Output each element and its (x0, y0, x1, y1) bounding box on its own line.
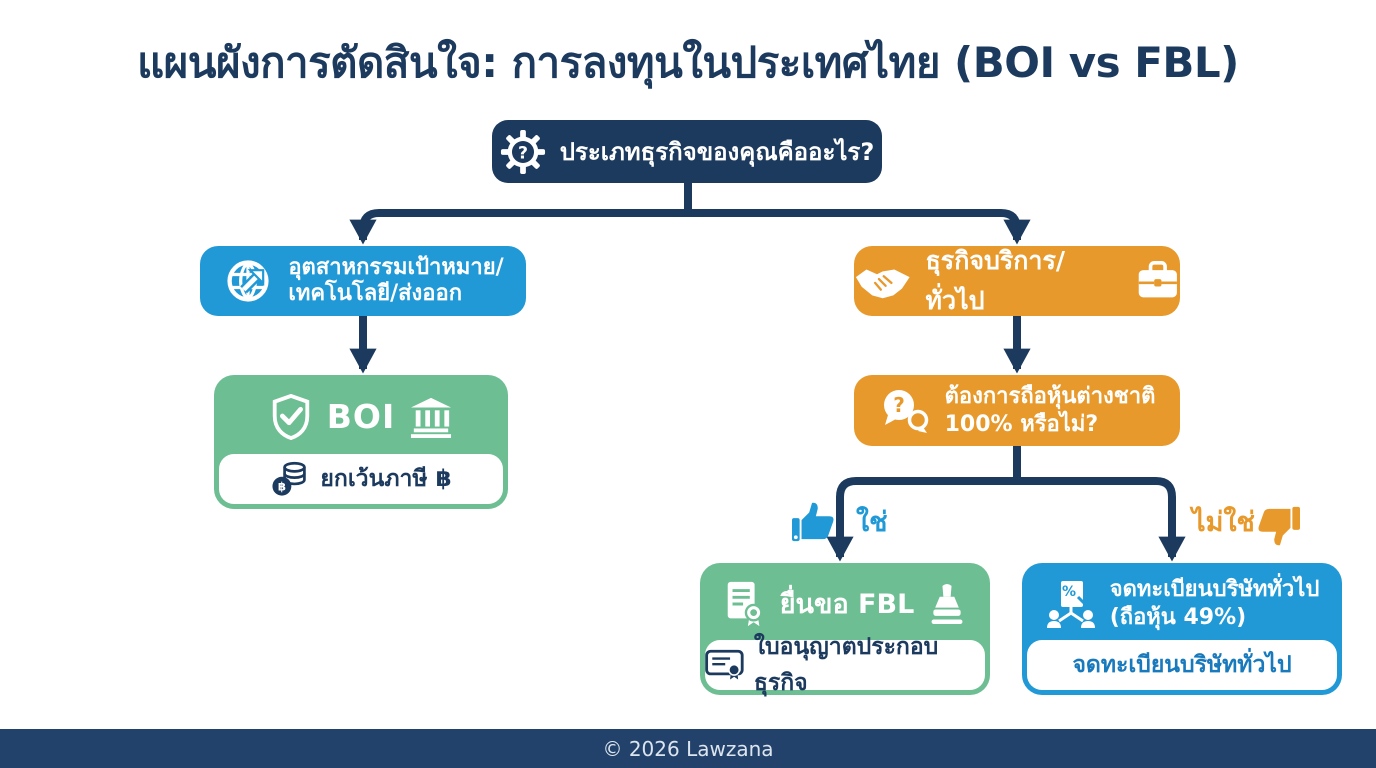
svg-text:฿: ฿ (278, 480, 286, 494)
thumbs-down-icon (1258, 506, 1300, 546)
coins-baht-icon: ฿ (272, 461, 307, 496)
certificate-icon (705, 649, 744, 680)
briefcase-icon (1139, 261, 1178, 298)
decision2-label: ต้องการถือหุ้นต่างชาติ 100% หรือไม่? (944, 384, 1156, 437)
gear-question-icon: ? (500, 129, 545, 174)
handshake-icon (855, 269, 910, 299)
edge-label-yes: ใช่ (856, 507, 888, 538)
shield-check-icon (272, 393, 309, 440)
bank-icon (411, 397, 452, 438)
right-branch-label: ธุรกิจบริการ/ทั่วไป (925, 246, 1066, 315)
flow-node-foreign-ownership-question: ? ต้องการถือหุ้นต่างชาติ 100% หรือไม่? (854, 375, 1180, 446)
thumbs-up-icon (792, 502, 834, 542)
left-branch-label: อุตสาหกรรมเป้าหมาย/ เทคโนโลยี/ส่งออก (288, 254, 504, 306)
register-label: จดทะเบียนบริษัททั่วไป (ถือหุ้น 49%) (1109, 577, 1320, 630)
svg-text:?: ? (518, 143, 528, 163)
register-result-label: จดทะเบียนบริษัททั่วไป (1072, 652, 1292, 678)
boi-card-top: BOI (214, 375, 508, 454)
svg-text:%: % (1062, 584, 1076, 600)
document-seal-icon (727, 581, 763, 626)
flow-node-business-type-question: ? ประเภทธุรกิจของคุณคืออะไร? (492, 120, 882, 183)
org-chart-percent-icon: % (1046, 580, 1095, 628)
footer-bar: © 2026 Lawzana (0, 729, 1376, 768)
stamp-icon (931, 583, 963, 624)
footer-copyright: © 2026 Lawzana (602, 736, 774, 761)
flow-node-register-company: % จดทะเบียนบริษัททั่วไป (ถือหุ้น 49%) จด… (1022, 563, 1342, 695)
flow-node-boi-result: BOI ฿ (214, 375, 508, 509)
page-title: แผนผังการตัดสินใจ: การลงทุนในประเทศไทย (… (137, 38, 1239, 87)
boi-benefit-badge: ฿ ยกเว้นภาษี ฿ (219, 454, 503, 504)
register-card-top: % จดทะเบียนบริษัททั่วไป (ถือหุ้น 49%) (1022, 563, 1342, 640)
flow-node-service-business: ธุรกิจบริการ/ทั่วไป (854, 246, 1180, 316)
chat-question-icon: ? (883, 389, 928, 433)
globe-arrow-icon (227, 260, 269, 302)
fbl-result-badge: ใบอนุญาตประกอบธุรกิจ (705, 634, 985, 696)
boi-label: BOI (326, 397, 396, 436)
fbl-card-top: ยื่นขอ FBL (700, 563, 990, 640)
boi-benefit-label: ยกเว้นภาษี ฿ (320, 466, 452, 492)
fbl-label: ยื่นขอ FBL (779, 589, 915, 620)
flow-node-target-industry: อุตสาหกรรมเป้าหมาย/ เทคโนโลยี/ส่งออก (200, 246, 526, 316)
fbl-result-label: ใบอนุญาตประกอบธุรกิจ (753, 634, 939, 696)
root-question-label: ประเภทธุรกิจของคุณคืออะไร? (559, 138, 875, 166)
edge-label-no: ไม่ใช่ (1192, 507, 1255, 538)
svg-text:?: ? (893, 393, 905, 417)
flow-node-fbl-result: ยื่นขอ FBL ใบอนุญาตประกอบธุรกิจ (700, 563, 990, 696)
register-result-badge: จดทะเบียนบริษัททั่วไป (1027, 640, 1337, 690)
